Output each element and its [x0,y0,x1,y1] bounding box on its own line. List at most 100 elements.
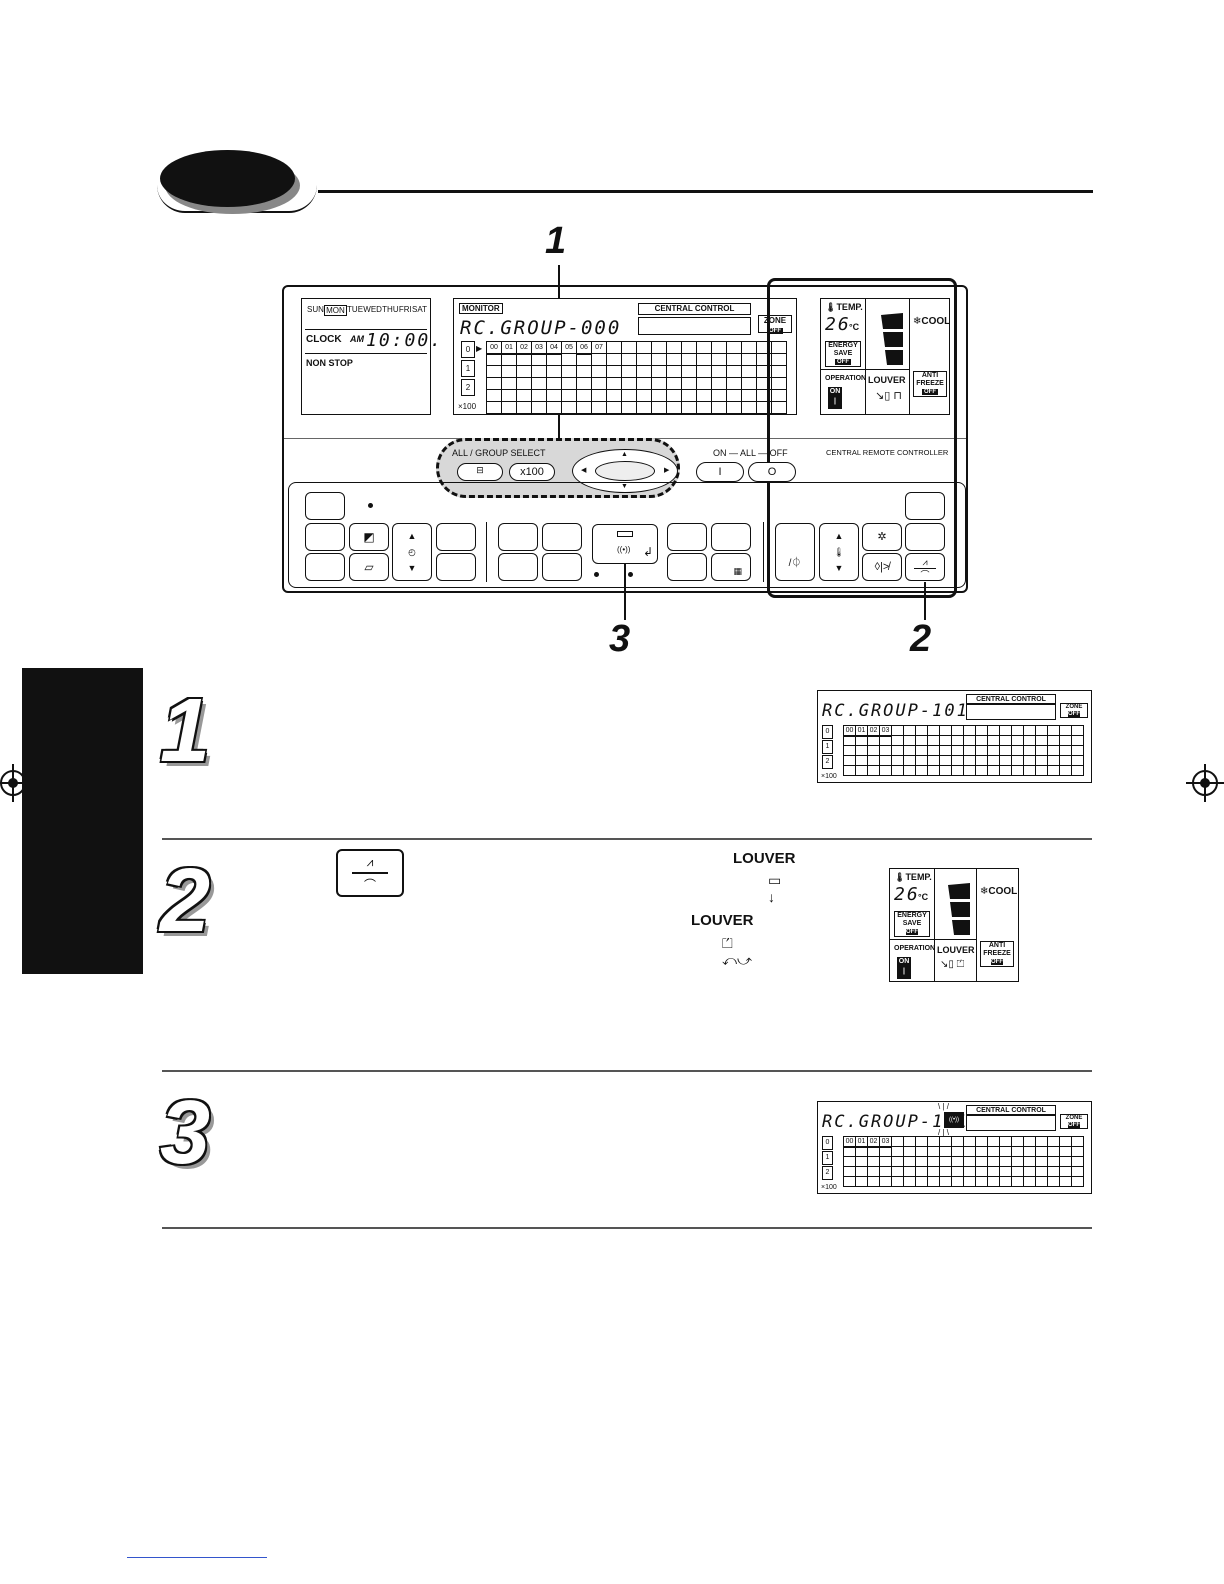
registration-mark-right [1186,764,1224,802]
all-off-button[interactable]: O [748,462,796,482]
clock-ampm: AM [350,334,364,344]
step-2-temp-value: 26 [894,884,920,905]
temp-adjust-button[interactable]: ▲ 🌡 ▼ [819,523,859,581]
grid-cell [987,1166,1000,1177]
fan-button[interactable]: ✲ [862,523,902,551]
grid-cell: 07 [591,341,607,354]
grid-cell [651,341,667,354]
grid-cell [963,745,976,756]
arrow-left-icon[interactable]: ◀ [581,467,587,474]
grid-cell [651,401,667,414]
panel-separator-2 [763,522,764,582]
status-split-2 [909,299,910,415]
grid-cell [1011,1176,1024,1187]
grid-cell [999,1146,1012,1157]
grid-cell: 03 [879,725,892,737]
function-button-5[interactable] [667,523,707,551]
grid-cell [963,1156,976,1167]
grid-cell [696,389,712,402]
grid-cell [1059,755,1072,766]
grid-cell [1047,1176,1060,1187]
grid-cell [891,1156,904,1167]
grid-cell [975,1136,988,1147]
timer-button-2[interactable] [305,553,345,581]
grid-row [843,1166,1084,1177]
grid-cell [516,389,532,402]
arrow-up-icon[interactable]: ▲ [621,451,628,458]
grid-cell [1023,725,1036,736]
zone-state: OFF [767,328,783,334]
grid-cell: 00 [843,725,856,737]
grid-cell [726,341,742,354]
grid-cell [636,353,652,366]
grid-cell [999,765,1012,776]
function-button-2[interactable] [542,523,582,551]
grid-cell: 00 [486,341,502,355]
temp-label: 🌡TEMP. [825,302,863,312]
grid-button[interactable]: ▦ [711,553,751,581]
day-button-2[interactable] [436,553,476,581]
erase-button[interactable]: ▱ [349,553,389,581]
grid-cell [561,401,577,414]
grid-cell [1047,755,1060,766]
x100-button[interactable]: x100 [509,463,555,481]
mode-label: ❄COOL [913,316,951,327]
grid-cell [855,1146,868,1157]
grid-cell [651,377,667,390]
set-button[interactable]: ((•)) ↲ [592,524,658,564]
function-button-6[interactable] [711,523,751,551]
grid-cell [516,365,532,378]
arrow-down-icon[interactable]: ▼ [621,483,628,490]
mode-button[interactable] [905,523,945,551]
arrow-pad-center[interactable] [595,461,655,481]
grid-cell [1035,755,1048,766]
grid-cell: 04 [546,341,562,355]
clock-label: CLOCK [306,334,342,345]
step-2-fan-bars-icon [948,883,970,935]
anti-state: OFF [922,389,938,395]
step-3-transmit-indicator: ((•)) [944,1112,964,1128]
grid-cell [879,1156,892,1167]
function-button-3[interactable] [498,553,538,581]
grid-cell [546,353,562,366]
grid-cell [867,735,880,746]
energy-state: OFF [835,359,851,365]
grid-cell [1023,1136,1036,1147]
grid-cell [891,735,904,746]
arrow-right-icon[interactable]: ▶ [664,467,670,474]
all-group-button[interactable]: ⊟ [457,463,503,481]
all-on-button[interactable]: I [696,462,744,482]
grid-cell: 02 [867,725,880,737]
grid-cell [939,1166,952,1177]
louver-label: LOUVER [868,375,906,385]
arrow-pad[interactable]: ▲ ▼ ◀ ▶ [572,449,678,493]
grid-cell [939,735,952,746]
grid-cell [681,401,697,414]
function-button-7[interactable] [667,553,707,581]
timer-button-1[interactable] [305,523,345,551]
grid-cell [636,377,652,390]
operation-state: ON| [828,387,842,409]
program-button[interactable]: ◩ [349,523,389,551]
time-adjust-button[interactable]: ▲ ◴ ▼ [392,523,432,581]
check-button[interactable] [905,492,945,520]
clock-set-button[interactable] [305,492,345,520]
grid-cell [939,745,952,756]
louver-divider [914,568,936,569]
day-button-1[interactable] [436,523,476,551]
grid-cell: 06 [576,341,592,355]
function-button-1[interactable] [498,523,538,551]
grid-cell [501,377,517,390]
grid-cell [1011,765,1024,776]
grid-cell [1023,755,1036,766]
power-button[interactable]: /⏀ [775,523,815,581]
louver-button[interactable]: ⩘ ⌒ [905,553,945,581]
step-3-blink-rays-bottom-icon: / | \ [938,1128,949,1137]
vent-button[interactable]: ◊|≯ [862,553,902,581]
grid-cell [843,1146,856,1157]
function-button-4[interactable] [542,553,582,581]
step-2-louver-button[interactable]: ⩘ ⌒ [336,849,404,897]
grid-cell [591,389,607,402]
grid-row [843,745,1084,756]
